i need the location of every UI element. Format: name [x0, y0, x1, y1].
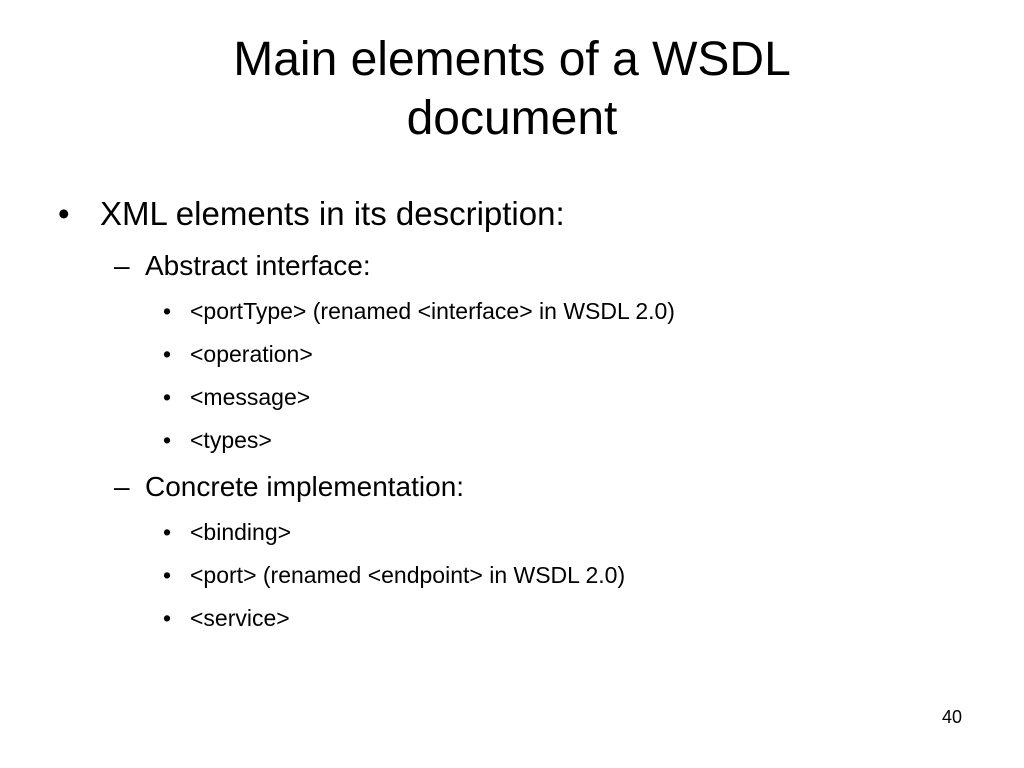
slide-title: Main elements of a WSDL document — [0, 30, 1024, 148]
list-item-text: <port> (renamed <endpoint> in WSDL 2.0) — [190, 562, 626, 588]
bullet-text: XML elements in its description: — [100, 195, 565, 232]
bullet-marker: • — [163, 562, 172, 588]
list-item-text: <binding> — [190, 519, 292, 545]
dash-marker: – — [114, 250, 130, 281]
list-item-text: <portType> (renamed <interface> in WSDL … — [190, 298, 675, 324]
list-item-text: <message> — [190, 384, 311, 410]
bullet-marker: • — [163, 298, 172, 324]
sub-bullet-text: Abstract interface: — [145, 250, 371, 281]
bullet-marker: • — [163, 605, 172, 631]
sub-bullet-text: Concrete implementation: — [145, 471, 465, 502]
dash-marker: – — [114, 471, 130, 502]
list-item-text: <types> — [190, 427, 272, 453]
page-number: 40 — [941, 707, 962, 727]
slide-title-line-2: document — [406, 92, 618, 145]
slide-title-line-1: Main elements of a WSDL — [233, 33, 791, 86]
bullet-marker: • — [163, 341, 172, 367]
bullet-marker: • — [58, 195, 70, 232]
bullet-marker: • — [163, 384, 172, 410]
bullet-marker: • — [163, 427, 172, 453]
bullet-marker: • — [163, 519, 172, 545]
list-item-text: <operation> — [190, 341, 313, 367]
list-item-text: <service> — [190, 605, 290, 631]
